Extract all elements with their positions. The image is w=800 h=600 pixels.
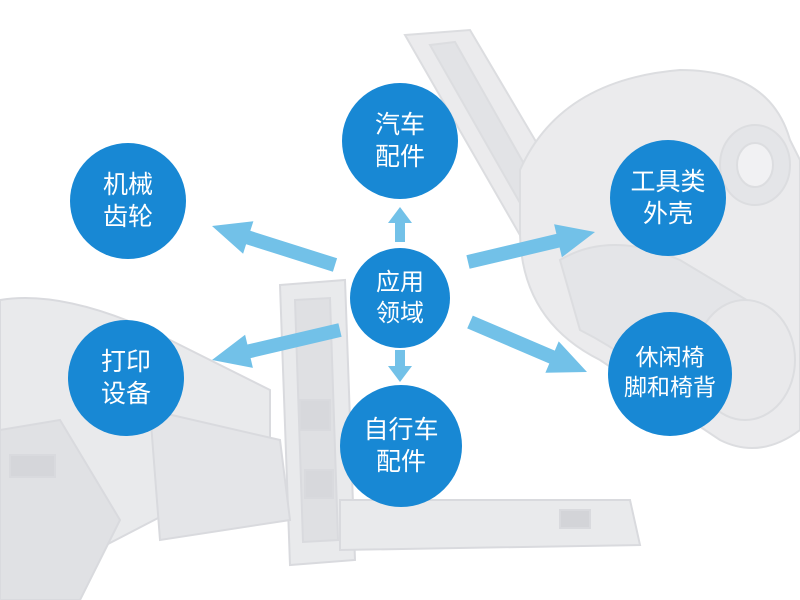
node-mechanical-gears-line-1: 机械 (102, 169, 153, 199)
node-bicycle-parts-line-1: 自行车 (363, 414, 439, 444)
node-bicycle-parts-line-2: 配件 (375, 447, 426, 476)
node-mechanical-gears-line-2: 齿轮 (102, 202, 153, 231)
node-printing-equipment: 打印 设备 (68, 320, 184, 436)
node-auto-parts-line-2: 配件 (374, 142, 425, 171)
node-leisure-chair-parts: 休闲椅 脚和椅背 (608, 312, 732, 436)
node-mechanical-gears: 机械 齿轮 (70, 143, 186, 259)
node-tool-housings-line-2: 外壳 (642, 199, 693, 228)
node-printing-equipment-line-2: 设备 (100, 379, 151, 408)
node-auto-parts-line-1: 汽车 (374, 109, 425, 139)
node-leisure-chair-parts-line-1: 休闲椅 (635, 345, 705, 372)
center-node-line-2: 领域 (376, 299, 424, 327)
node-tool-housings-line-1: 工具类 (630, 166, 706, 196)
center-node-line-1: 应用 (376, 267, 424, 296)
node-leisure-chair-parts-line-2: 脚和椅背 (624, 375, 716, 401)
node-printing-equipment-line-1: 打印 (100, 346, 151, 376)
center-node-application-fields: 应用 领域 (350, 248, 450, 348)
node-auto-parts: 汽车 配件 (342, 83, 458, 199)
node-tool-housings: 工具类 外壳 (610, 140, 726, 256)
node-bicycle-parts: 自行车 配件 (340, 385, 462, 507)
